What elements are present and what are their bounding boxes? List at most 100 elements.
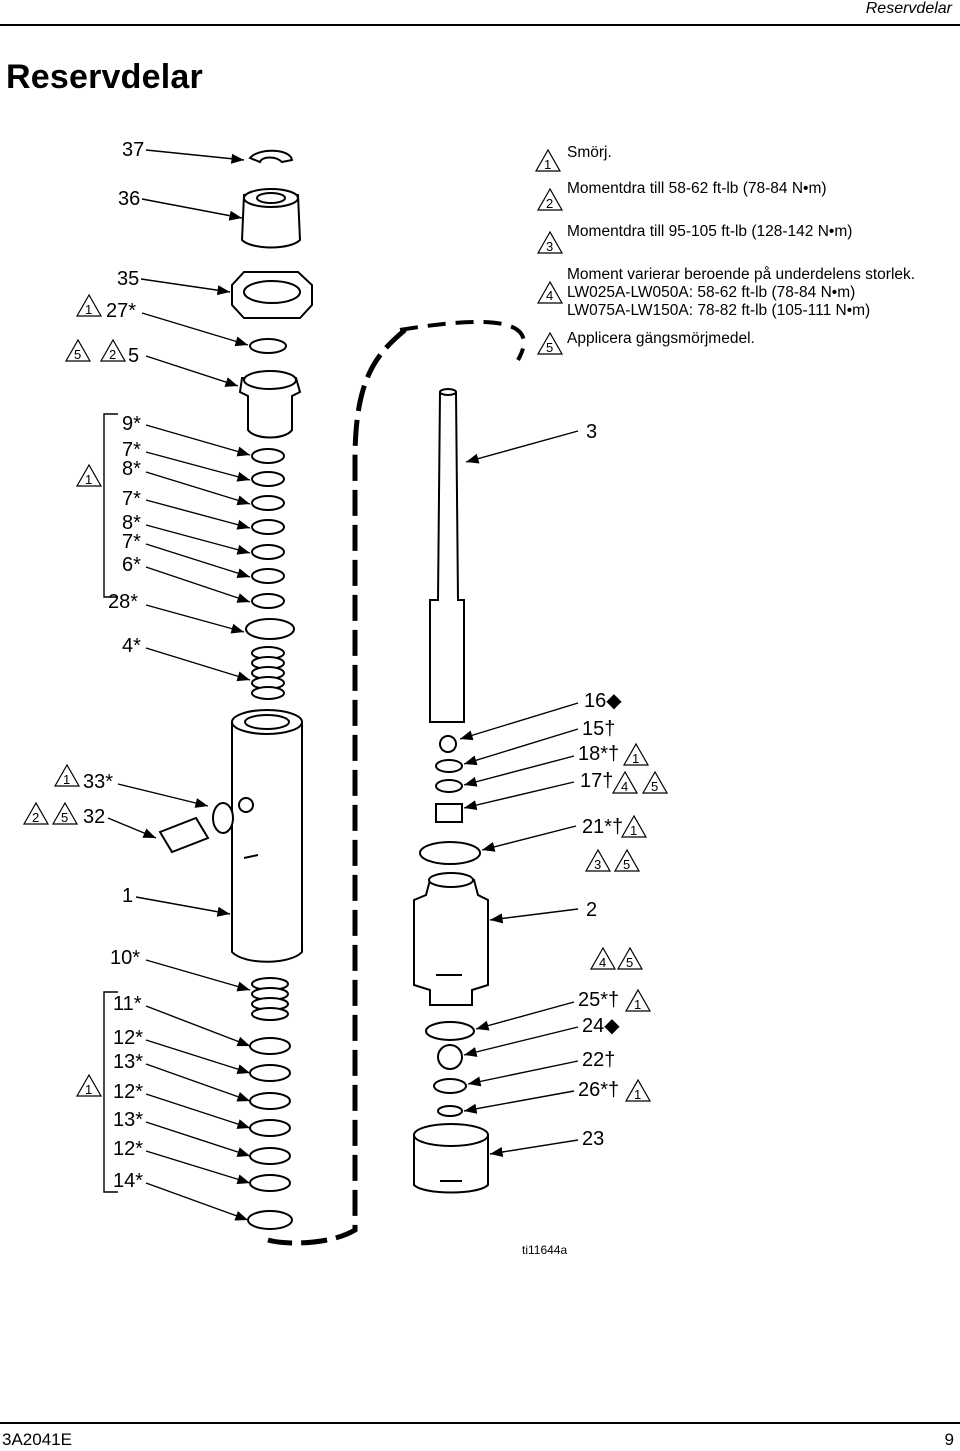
part-1-pump-cylinder [231, 721, 303, 963]
part-18-seal [435, 779, 463, 793]
note-2-text: Momentdra till 58-62 ft-lb (78-84 N•m) [567, 180, 827, 197]
label-r23: 23 [582, 1128, 604, 1150]
part-7-ring [251, 471, 285, 487]
svg-text:5: 5 [651, 779, 658, 794]
leader-32 [107, 817, 157, 839]
part-21-oring [419, 841, 481, 865]
svg-text:4: 4 [599, 955, 606, 970]
leader-12c [145, 1150, 251, 1185]
label-8b: 8* [122, 512, 141, 534]
warning-triangle-icon [536, 331, 564, 355]
part-3-displacement-rod [429, 391, 465, 723]
leader-8a [145, 471, 251, 506]
leader-27 [141, 312, 249, 347]
label-13b: 13* [113, 1109, 143, 1131]
label-r18: 18*† [578, 743, 619, 765]
label-13a: 13* [113, 1051, 143, 1073]
note-5: 5 Applicera gängsmörjmedel. [536, 330, 755, 355]
label-r16: 16◆ [584, 690, 622, 712]
svg-text:5: 5 [623, 857, 630, 872]
label-12c: 12* [113, 1138, 143, 1160]
leader-9 [145, 424, 251, 457]
note-2-mark: 2 [546, 196, 553, 211]
svg-text:1: 1 [85, 302, 92, 317]
note-1-text: Smörj. [567, 144, 612, 161]
part-23-foot-valve-body [413, 1134, 489, 1194]
svg-text:1: 1 [63, 772, 70, 787]
leader-35 [140, 278, 231, 296]
mark-2-5: 2 [99, 338, 127, 362]
note-4-mark: 4 [546, 288, 553, 303]
svg-text:5: 5 [61, 810, 68, 825]
leader-r17 [463, 781, 575, 811]
part-12-ring [249, 1174, 291, 1192]
part-36-packing-nut [240, 194, 302, 249]
svg-text:5: 5 [74, 347, 81, 362]
page-number: 9 [944, 1430, 954, 1449]
svg-text:1: 1 [85, 472, 92, 487]
part-14-ring [247, 1210, 293, 1230]
part-25-oring [425, 1021, 475, 1041]
header-rule [0, 24, 960, 26]
assembly-dashed-outline-top [399, 319, 526, 361]
label-r26: 26*† [578, 1079, 619, 1101]
note-3-mark: 3 [546, 239, 553, 254]
left-labels: 37 36 35 1 27* 5 2 5 1 9* 7* 8* [22, 139, 251, 1221]
part-6-ring [251, 593, 285, 609]
part-28-oring [245, 618, 295, 640]
leader-r22 [467, 1060, 579, 1087]
label-12a: 12* [113, 1027, 143, 1049]
part-32-fitting [158, 816, 210, 854]
note-4-line-2: LW025A-LW050A: 58-62 ft-lb (78-84 N•m) [567, 284, 855, 301]
label-33: 33* [83, 771, 113, 793]
label-r17: 17† [580, 770, 613, 792]
warning-triangle-icon [534, 148, 562, 172]
leader-7a [145, 451, 251, 482]
note-5-text: Applicera gängsmörjmedel. [567, 330, 755, 347]
running-header: Reservdelar [865, 0, 952, 17]
mark-5-housing: 5 [616, 946, 644, 970]
note-3-text: Momentdra till 95-105 ft-lb (128-142 N•m… [567, 223, 852, 240]
label-32: 32 [83, 806, 105, 828]
leader-12a [145, 1039, 251, 1074]
leader-r18 [463, 755, 575, 787]
page-title: Reservdelar [6, 58, 203, 96]
note-1-mark: 1 [544, 157, 551, 172]
svg-text:2: 2 [32, 810, 39, 825]
figure-id: ti11644a [522, 1243, 567, 1257]
part-8-ring [251, 544, 285, 560]
leader-r24 [463, 1026, 579, 1057]
label-4: 4* [122, 635, 141, 657]
assembly-dashed-outline [267, 328, 407, 1246]
part-37-clip [248, 149, 294, 164]
part-8-ring [251, 495, 285, 511]
note-4-line-3: LW075A-LW150A: 78-82 ft-lb (105-111 N•m) [567, 302, 870, 319]
part-27-oring [249, 338, 287, 354]
part-7-ring [251, 568, 285, 584]
leader-13a [145, 1063, 251, 1102]
part-22-seat [433, 1078, 467, 1094]
leader-7b [145, 499, 251, 530]
mark-1-27: 1 [75, 293, 103, 317]
label-10: 10* [110, 947, 140, 969]
part-9-ring [251, 448, 285, 464]
label-7a: 7* [122, 439, 141, 461]
bracket-lower-packings [103, 991, 118, 1193]
part-7-ring [251, 519, 285, 535]
leader-r23 [489, 1139, 579, 1157]
svg-text:1: 1 [632, 751, 639, 766]
label-7c: 7* [122, 531, 141, 553]
label-8a: 8* [122, 458, 141, 480]
part-15-seal [435, 759, 463, 773]
label-r15: 15† [582, 718, 615, 740]
label-5: 5 [128, 345, 139, 367]
label-9: 9* [122, 413, 141, 435]
leader-14 [145, 1182, 249, 1221]
leader-r26 [463, 1090, 575, 1114]
leader-36 [141, 198, 243, 221]
leader-28 [145, 604, 245, 634]
right-labels: 3 16◆ 15† 18*† 1 17† 4 5 21*† 1 3 [459, 421, 669, 1157]
svg-text:4: 4 [621, 779, 628, 794]
mark-5-5: 5 [64, 338, 92, 362]
mark-1-33: 1 [53, 763, 81, 787]
